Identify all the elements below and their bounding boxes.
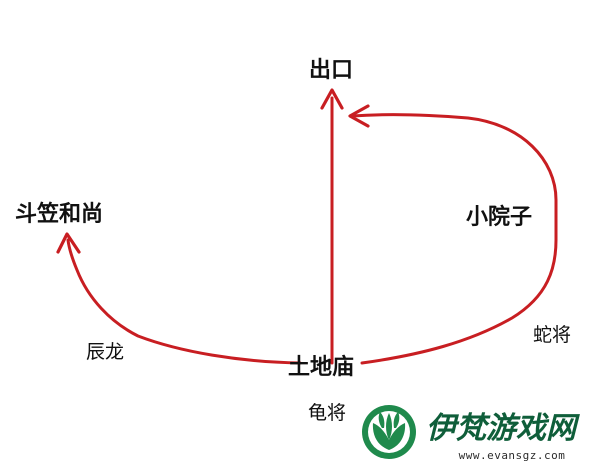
arrowhead-courtyard-exit (348, 104, 370, 128)
edge-label-turtle-general: 龟将 (308, 402, 346, 424)
route-temple-via-courtyard-to-exit (350, 113, 558, 365)
watermark-site-name: 伊梵游戏网 (426, 411, 580, 446)
node-exit-label: 出口 (309, 58, 353, 83)
route-temple-to-monk (66, 238, 302, 365)
node-courtyard-label: 小院子 (466, 204, 532, 230)
tulip-leaf-logo-icon (362, 405, 416, 459)
node-monk-label: 斗笠和尚 (15, 201, 103, 227)
edge-label-snake-general: 蛇将 (533, 324, 571, 346)
node-temple-label: 土地庙 (288, 354, 354, 380)
arrowhead-exit (320, 88, 344, 110)
arrowhead-monk (56, 232, 81, 254)
watermark-site-url: www.evansgz.com (459, 449, 566, 462)
edge-label-chenlong: 辰龙 (86, 341, 124, 363)
